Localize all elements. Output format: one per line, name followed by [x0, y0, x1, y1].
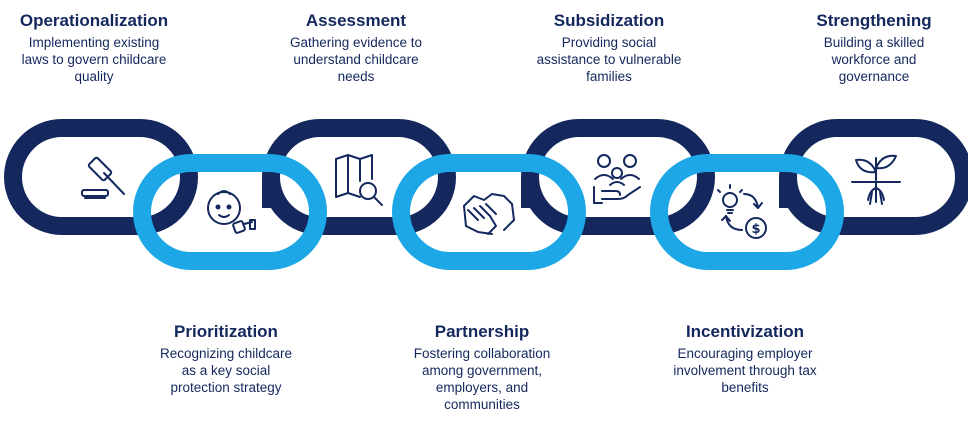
idea-money-icon: $: [717, 184, 767, 239]
stage-operationalization: Operationalization Implementing existing…: [4, 11, 184, 85]
stage-assessment: Assessment Gathering evidence to underst…: [266, 11, 446, 85]
stage-title: Incentivization: [685, 322, 805, 341]
stage-title: Subsidization: [553, 11, 665, 30]
stage-incentivization: Incentivization Encouraging employer inv…: [650, 322, 840, 396]
stage-description: Providing social assistance to vulnerabl…: [536, 35, 682, 84]
map-search-icon: [335, 154, 383, 206]
family-hand-icon: [593, 154, 641, 204]
chain-link-partnership: [392, 154, 586, 270]
chain-link-incentivization: [650, 154, 844, 270]
stage-title: Assessment: [305, 11, 407, 30]
stage-subsidization: Subsidization Providing social assistanc…: [519, 11, 699, 85]
baby-icon: [207, 190, 256, 234]
stage-prioritization: Prioritization Recognizing childcare as …: [136, 322, 316, 396]
chain-link-strengthening: [779, 119, 968, 235]
stage-strengthening: Strengthening Building a skilled workfor…: [784, 11, 964, 85]
stage-title: Operationalization: [19, 11, 169, 30]
gavel-icon: [81, 156, 125, 199]
stage-description: Gathering evidence to understand childca…: [289, 35, 423, 84]
chain-link-operationalization: [4, 119, 198, 235]
chain-link-assessment: [262, 119, 456, 235]
svg-text:$: $: [751, 222, 760, 237]
stage-description: Fostering collaboration among government…: [413, 346, 551, 412]
chain-link-prioritization: [133, 154, 327, 270]
sprout-icon: [851, 154, 901, 205]
stage-description: Building a skilled workforce and governa…: [823, 35, 925, 84]
stage-title: Strengthening: [816, 11, 932, 30]
stage-description: Encouraging employer involvement through…: [673, 346, 817, 395]
chain-link-subsidization: [521, 119, 715, 235]
handshake-icon: [463, 193, 515, 235]
stage-title: Prioritization: [174, 322, 278, 341]
stage-description: Implementing existing laws to govern chi…: [21, 35, 167, 84]
stage-title: Partnership: [434, 322, 530, 341]
stage-partnership: Partnership Fostering collaboration amon…: [392, 322, 572, 413]
stage-description: Recognizing childcare as a key social pr…: [159, 346, 293, 395]
